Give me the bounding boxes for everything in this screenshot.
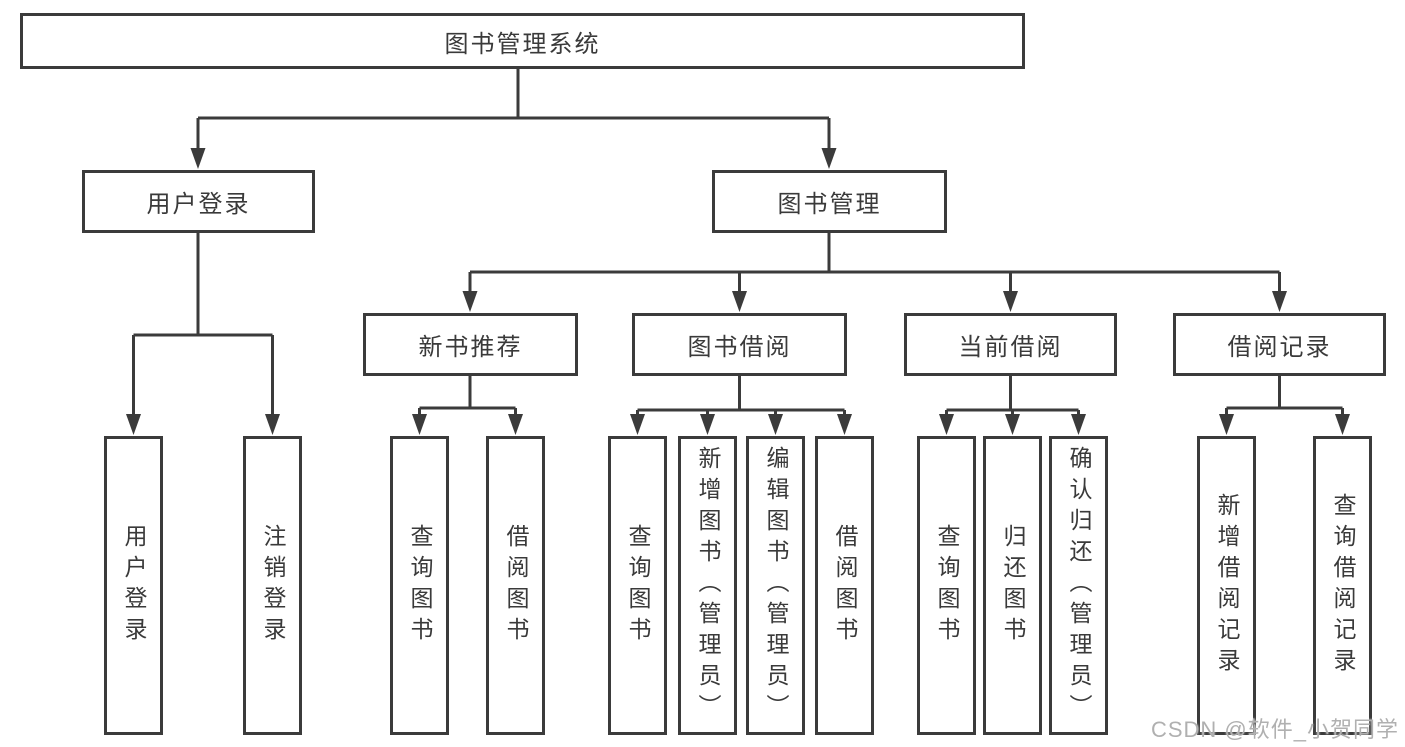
node-borrowing-records: 借阅记录 [1173, 313, 1386, 376]
csdn-watermark: CSDN @软件_小贺同学 [1150, 717, 1399, 742]
leaf-confirm-return-admin: 确认归还（管理员） [1049, 436, 1108, 735]
leaf-add-borrow-record: 新增借阅记录 [1197, 436, 1256, 735]
leaf-borrow-books-recommend: 借阅图书 [486, 436, 545, 735]
leaf-return-books-label: 归还图书 [1000, 523, 1026, 648]
leaf-edit-books-admin-label: 编辑图书（管理员） [763, 446, 789, 725]
node-current-borrowing: 当前借阅 [904, 313, 1117, 376]
leaf-query-books-borrow-label: 查询图书 [625, 523, 651, 648]
leaf-confirm-return-admin-label: 确认归还（管理员） [1066, 446, 1092, 725]
node-book-management-label: 图书管理 [777, 191, 882, 218]
node-new-book-recommendation-label: 新书推荐 [418, 334, 523, 361]
leaf-add-books-admin-label: 新增图书（管理员） [695, 446, 721, 725]
leaf-user-login: 用户登录 [104, 436, 163, 735]
leaf-query-borrow-record: 查询借阅记录 [1313, 436, 1372, 735]
leaf-query-books-recommend: 查询图书 [390, 436, 449, 735]
leaf-borrow-books: 借阅图书 [815, 436, 874, 735]
leaf-add-books-admin: 新增图书（管理员） [678, 436, 737, 735]
leaf-query-books-current-label: 查询图书 [934, 523, 960, 648]
node-book-management: 图书管理 [712, 170, 947, 233]
leaf-query-books-current: 查询图书 [917, 436, 976, 735]
node-current-borrowing-label: 当前借阅 [958, 334, 1063, 361]
leaf-return-books: 归还图书 [983, 436, 1042, 735]
leaf-logout-label: 注销登录 [260, 523, 286, 648]
node-user-login-label: 用户登录 [146, 191, 251, 218]
node-root-system-label: 图书管理系统 [444, 30, 601, 58]
connector-strokes [132, 69, 1344, 417]
leaf-edit-books-admin: 编辑图书（管理员） [746, 436, 805, 735]
node-borrowing-records-label: 借阅记录 [1227, 334, 1332, 361]
leaf-query-books-borrow: 查询图书 [608, 436, 667, 735]
node-root-system: 图书管理系统 [20, 13, 1025, 69]
node-book-borrowing-label: 图书借阅 [687, 334, 792, 361]
node-book-borrowing: 图书借阅 [632, 313, 847, 376]
node-user-login: 用户登录 [82, 170, 315, 233]
leaf-borrow-books-recommend-label: 借阅图书 [503, 523, 529, 648]
leaf-logout: 注销登录 [243, 436, 302, 735]
leaf-query-borrow-record-label: 查询借阅记录 [1330, 492, 1356, 679]
leaf-borrow-books-label: 借阅图书 [832, 523, 858, 648]
connector-arrowheads [126, 148, 1350, 435]
leaf-query-books-recommend-label: 查询图书 [407, 523, 433, 648]
node-new-book-recommendation: 新书推荐 [363, 313, 578, 376]
leaf-add-borrow-record-label: 新增借阅记录 [1214, 492, 1240, 679]
leaf-user-login-label: 用户登录 [121, 523, 147, 648]
